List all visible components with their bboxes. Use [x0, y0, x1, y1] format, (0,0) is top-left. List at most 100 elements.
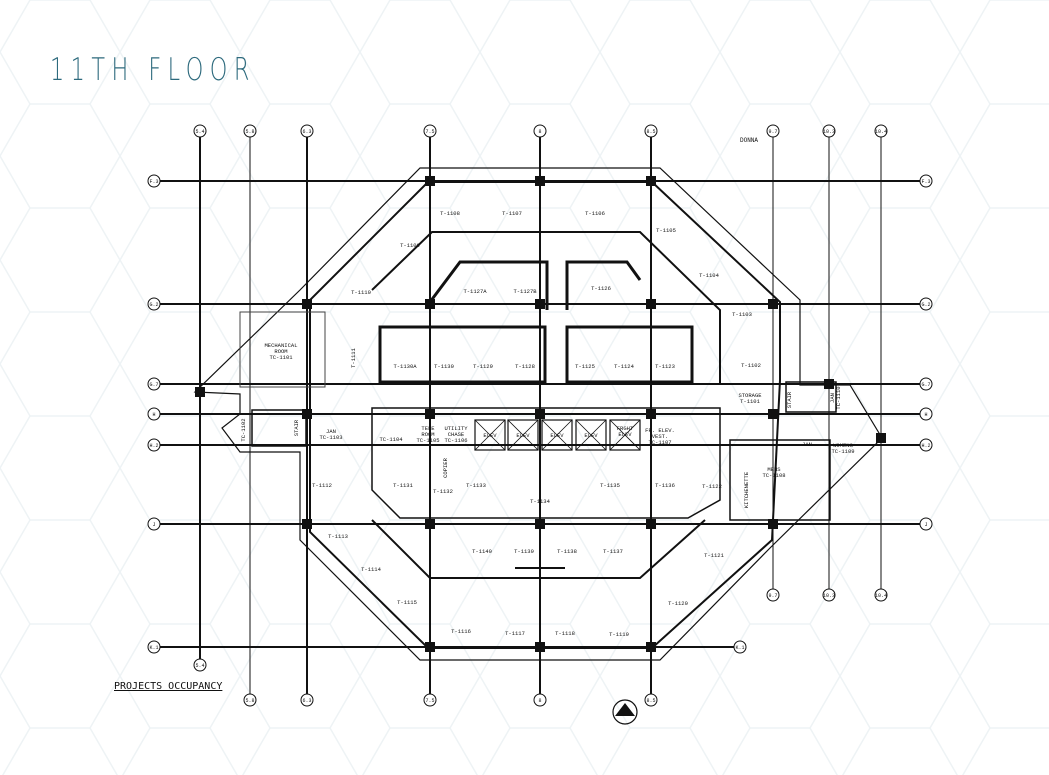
room-label-line: T-1116: [451, 628, 471, 635]
room-label-line: T-1134: [530, 498, 551, 505]
grid-bubble-col: [874, 588, 888, 602]
room-label: T-1115: [397, 599, 417, 606]
room-label-line: TC-1106: [444, 437, 467, 444]
room-label-line: T-1123: [655, 363, 675, 370]
room-label-line: T-1103: [732, 311, 752, 318]
grid-bubble-col: [533, 693, 547, 707]
grid-bubble-col-label: 6.3: [302, 129, 311, 135]
grid-bubble-col-label: 10.3: [823, 129, 835, 135]
room-label-line: T-1107: [502, 210, 522, 217]
room-label-line: STAIR: [786, 391, 793, 408]
room-label: T-1130A: [393, 363, 417, 370]
grid-bubble-col: [243, 693, 257, 707]
grid-bubble-row: [147, 438, 161, 452]
grid-bubble-col: [423, 693, 437, 707]
workstation-cluster-nw: [428, 260, 549, 310]
room-label-line: T-1101: [740, 398, 761, 405]
room-label: T-1103: [732, 311, 752, 318]
room-label-line: COPIER: [442, 457, 449, 478]
room-label: T-1105: [656, 227, 676, 234]
structural-column: [646, 176, 656, 186]
south-office-wall: [371, 519, 706, 579]
room-label: T-1112: [312, 482, 332, 489]
grid-bubble-col: [874, 124, 888, 138]
room-label: TC-1104: [379, 436, 403, 443]
room-label-line: T-1108: [440, 210, 460, 217]
room-label-line: TC-1103: [319, 434, 342, 441]
room-label-line: ELEV: [516, 432, 530, 439]
grid-bubble-col-label: 8.5: [646, 129, 655, 135]
grid-bubble-row: [919, 438, 933, 452]
grid-bubble-row-label: H: [924, 412, 927, 418]
grid-bubble-row-label: J: [152, 522, 155, 528]
room-label-line: T-1122: [702, 483, 722, 490]
room-label-line: UTILITY: [444, 425, 468, 432]
room-label-line: MECHANICAL: [264, 342, 297, 349]
structural-column: [646, 519, 656, 529]
room-label-line: T-1140: [472, 548, 492, 555]
grid-bubble-row-label: F.3: [149, 179, 158, 185]
room-label-line: TELE: [421, 425, 435, 432]
room-label-line: JAN: [326, 428, 336, 435]
grid-bubble-row-label: K.1: [735, 645, 744, 651]
grid-bubble-col-label: 5.8: [245, 698, 254, 704]
room-label: T-1111: [350, 347, 357, 368]
room-label-line: T-1127B: [513, 288, 537, 295]
structural-column: [646, 299, 656, 309]
room-label-line: T-1112: [312, 482, 332, 489]
room-label-line: T-1130A: [393, 363, 417, 370]
grid-bubble-col: [423, 124, 437, 138]
grid-bubble-col: [644, 693, 658, 707]
room-label: ELEV: [584, 432, 598, 439]
structural-column: [535, 409, 545, 419]
workstation-cluster-east: [565, 325, 694, 384]
room-label-line: T-1119: [609, 631, 629, 638]
structural-column: [302, 299, 312, 309]
room-label: T-1138: [557, 548, 577, 555]
annotation-donna: DONNA: [740, 137, 758, 144]
room-label-line: T-1121: [704, 552, 725, 559]
room-label: T-1120: [668, 600, 688, 607]
grid-bubble-col: [533, 124, 547, 138]
elevator-shaft: [609, 419, 641, 451]
room-label-line: T-1118: [555, 630, 575, 637]
room-label: T-1127A: [463, 288, 487, 295]
restroom-block: [729, 439, 831, 521]
structural-column: [425, 176, 435, 186]
room-label: T-1132: [433, 488, 453, 495]
room-label: FR. ELEV.VEST.TC-1107: [645, 427, 675, 446]
grid-bubble-col-label: 5.8: [245, 129, 254, 135]
room-label: T-1110: [351, 289, 371, 296]
grid-bubble-col-label: 9.7: [768, 129, 777, 135]
grid-bubble-col: [300, 124, 314, 138]
room-label: T-1104: [699, 272, 720, 279]
room-label: T-1124: [614, 363, 635, 370]
room-label-line: TC-1105: [416, 437, 439, 444]
room-label-line: T-1106: [585, 210, 605, 217]
room-label-line: T-1126: [591, 285, 611, 292]
grid-bubble-row-label: G.7: [921, 382, 930, 388]
structural-column: [425, 642, 435, 652]
grid-bubble-col: [766, 124, 780, 138]
room-label-line: T-1104: [699, 272, 720, 279]
room-label-line: FRGHT: [617, 425, 634, 432]
room-label-line: TC-1104: [379, 436, 403, 443]
room-label: T-1128: [515, 363, 535, 370]
elevator-cross: [609, 419, 641, 451]
room-label-line: TC-1108: [762, 472, 785, 479]
grid-bubble-row-label: H.2: [921, 443, 930, 449]
grid-bubble-col-label: 10.4: [875, 593, 887, 599]
room-label-line: ELEV: [584, 432, 598, 439]
room-label: T-1129: [473, 363, 493, 370]
room-label-line: KITCHENETTE: [743, 471, 750, 508]
grid-bubble-col: [822, 124, 836, 138]
grid-bubble-col-label: 5.4: [195, 129, 204, 135]
grid-bubble-row: [919, 297, 933, 311]
grid-bubble-row-label: G.2: [149, 302, 158, 308]
grid-bubble-col-label: 8: [538, 698, 541, 704]
room-label: T-1135: [600, 482, 620, 489]
room-label: T-1108: [440, 210, 460, 217]
grid-bubble-row-label: G.2: [921, 302, 930, 308]
room-label-line: T-1102: [741, 362, 761, 369]
